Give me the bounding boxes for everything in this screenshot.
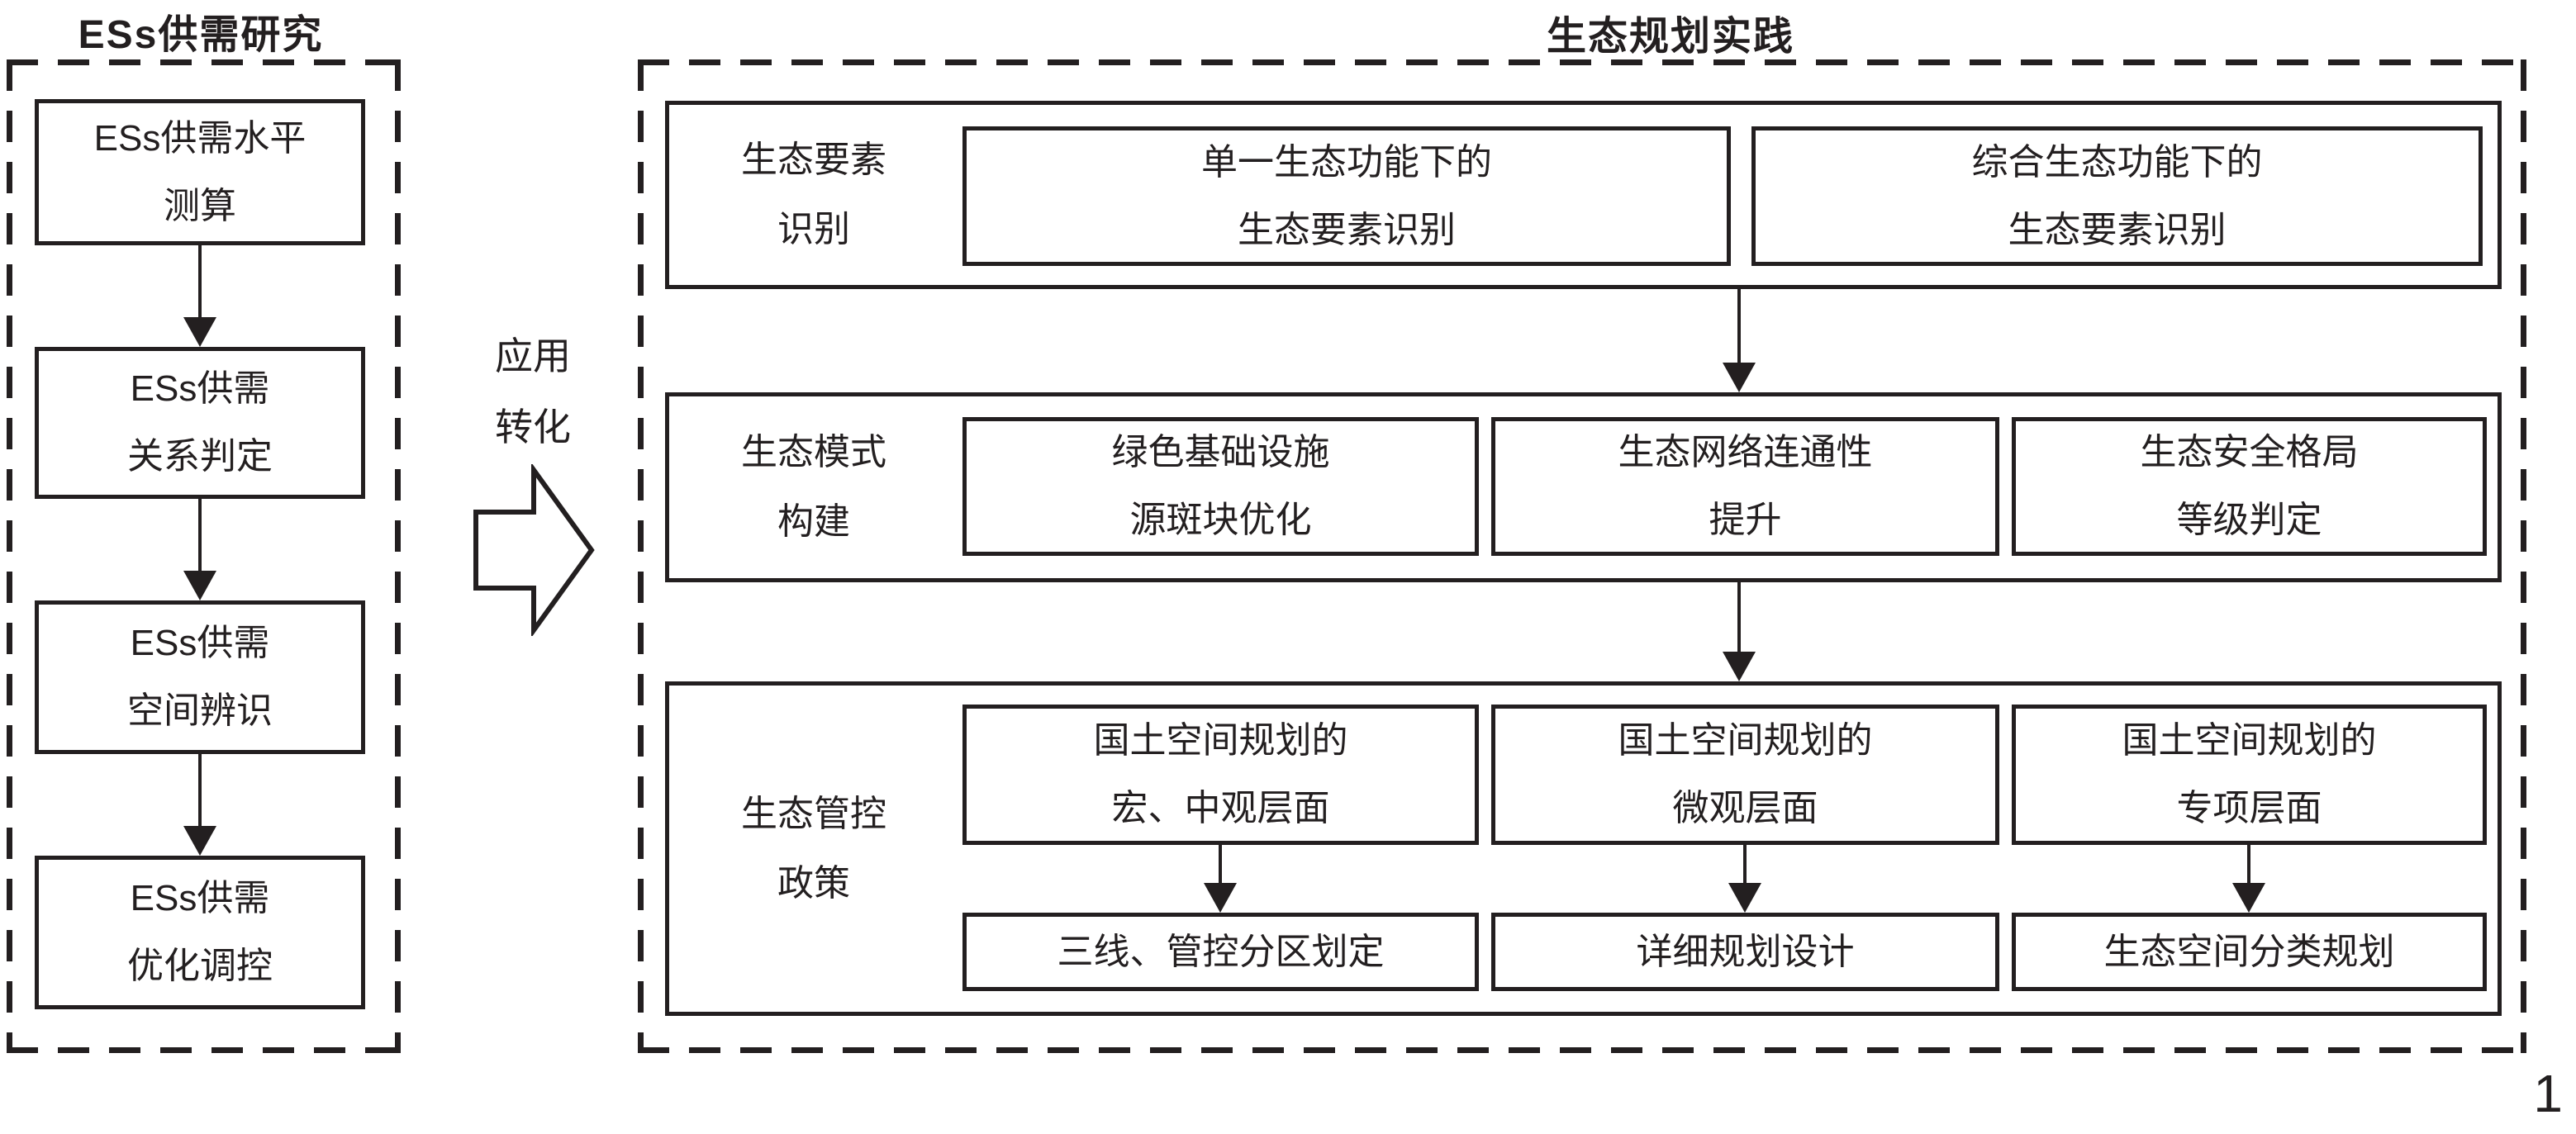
label-line: 构建 [777,501,850,542]
box-line: 源斑块优化 [1129,500,1312,540]
connector-line: 应用 [495,335,571,377]
box-line: 专项层面 [2176,788,2322,828]
box-comprehensive-function-elements: 综合生态功能下的 生态要素识别 [1751,126,2483,266]
box-line: ESs供需 [130,623,270,663]
connector-label: 应用 转化 [465,320,601,463]
row-elements-label: 生态要素 识别 [665,101,962,289]
block-arrow-right-icon [473,464,595,636]
flow-box-ess-level: ESs供需水平 测算 [35,99,365,245]
box-line: 优化调控 [127,946,273,986]
box-line: 关系判定 [127,436,273,477]
flow-box-ess-relation: ESs供需 关系判定 [35,347,365,499]
box-line: ESs供需水平 [93,117,307,159]
box-line: 生态空间分类规划 [2103,931,2395,972]
box-single-function-elements: 单一生态功能下的 生态要素识别 [962,126,1731,266]
box-line: ESs供需 [130,878,270,918]
box-line: 生态要素识别 [1238,209,1456,250]
label-line: 生态模式 [741,432,886,472]
box-territorial-macro-meso: 国土空间规划的 宏、中观层面 [962,705,1479,845]
left-panel-title: ESs供需研究 [78,13,324,57]
box-line: 单一生态功能下的 [1201,141,1492,183]
box-line: 生态安全格局 [2140,432,2359,472]
box-line: 生态网络连通性 [1618,432,1873,472]
box-line: 宏、中观层面 [1111,788,1330,828]
row-policy-label: 生态管控 政策 [665,681,962,1016]
box-line: 空间辨识 [127,690,273,731]
right-panel-title: 生态规划实践 [1547,15,1795,59]
page-number: 1 [2533,1064,2563,1123]
box-three-lines-zoning: 三线、管控分区划定 [962,913,1479,991]
box-line: 微观层面 [1672,788,1818,828]
box-territorial-special: 国土空间规划的 专项层面 [2012,705,2487,845]
box-line: 详细规划设计 [1636,931,1855,972]
down-arrow-icon [182,754,218,856]
box-line: 国土空间规划的 [1618,720,1873,761]
flow-box-ess-optimize: ESs供需 优化调控 [35,856,365,1009]
box-line: 等级判定 [2176,500,2322,540]
connector-line: 转化 [495,406,571,448]
down-arrow-icon [1202,845,1238,913]
box-line: 三线、管控分区划定 [1057,931,1385,972]
box-line: 绿色基础设施 [1111,432,1330,472]
box-security-pattern: 生态安全格局 等级判定 [2012,417,2487,556]
label-line: 生态要素 [741,140,886,180]
row-pattern-label: 生态模式 构建 [665,392,962,582]
box-ecospace-classification: 生态空间分类规划 [2012,913,2487,991]
box-line: 国土空间规划的 [1093,720,1348,761]
box-line: 国土空间规划的 [2122,720,2377,761]
down-arrow-icon [1721,289,1757,392]
box-detailed-planning-design: 详细规划设计 [1491,913,1999,991]
box-line: ESs供需 [130,368,270,409]
down-arrow-icon [182,245,218,347]
box-line: 提升 [1709,500,1782,540]
box-line: 测算 [164,185,236,226]
label-line: 生态管控 [741,793,886,834]
box-territorial-micro: 国土空间规划的 微观层面 [1491,705,1999,845]
box-network-connectivity: 生态网络连通性 提升 [1491,417,1999,556]
down-arrow-icon [182,499,218,600]
box-line: 综合生态功能下的 [1971,141,2263,183]
box-green-infrastructure: 绿色基础设施 源斑块优化 [962,417,1479,556]
label-line: 识别 [777,209,850,249]
box-line: 生态要素识别 [2008,209,2227,250]
flow-box-ess-spatial: ESs供需 空间辨识 [35,600,365,754]
down-arrow-icon [2231,845,2267,913]
down-arrow-icon [1721,582,1757,681]
down-arrow-icon [1727,845,1763,913]
label-line: 政策 [777,862,850,904]
